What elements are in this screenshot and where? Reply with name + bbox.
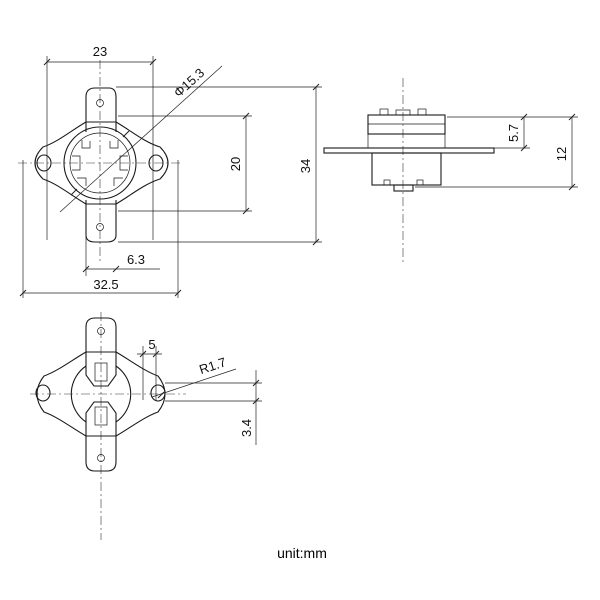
top-view-left-mount-hole bbox=[36, 154, 52, 172]
dim-5-7-tick-bottom bbox=[520, 144, 528, 152]
dim-6-3-tick-right bbox=[112, 265, 120, 273]
bottom-view-upper-terminal-hole bbox=[97, 327, 105, 335]
bottom-view-disc-left-arc bbox=[70, 365, 87, 423]
side-view-cap-tab-left bbox=[379, 108, 389, 116]
bottom-view-flange bbox=[36, 351, 166, 437]
dim-23-tick-left bbox=[43, 58, 51, 66]
dim-diameter-tick-lower bbox=[70, 188, 78, 196]
dim-6-3-label: 6.3 bbox=[127, 252, 145, 267]
dim-diameter-label: Φ15.3 bbox=[171, 65, 208, 100]
dim-3-4-tick-top bbox=[252, 379, 260, 387]
dim-23-tick-right bbox=[149, 58, 157, 66]
dim-5-label: 5 bbox=[148, 337, 155, 352]
bottom-view-upper-terminal bbox=[85, 317, 117, 387]
dim-r1-7-tick bbox=[157, 391, 165, 399]
dim-12-label: 12 bbox=[554, 147, 569, 161]
side-view-pin-left bbox=[383, 179, 391, 186]
dim-34-label: 34 bbox=[298, 159, 313, 173]
dim-6-3-tick-left bbox=[82, 265, 90, 273]
top-view-lower-terminal-hole bbox=[96, 223, 104, 231]
bottom-view-lower-terminal bbox=[85, 401, 117, 472]
unit-label: unit:mm bbox=[277, 545, 327, 561]
dim-32-5-label: 32.5 bbox=[93, 277, 118, 292]
dim-5-tick-left bbox=[139, 350, 147, 358]
dim-3-4-label: 3.4 bbox=[239, 419, 254, 437]
top-view-lower-terminal bbox=[85, 200, 117, 243]
top-view-disc-inner bbox=[69, 132, 131, 194]
side-view-terminal bbox=[393, 184, 414, 192]
top-view-disc-notches bbox=[72, 140, 128, 186]
top-view: 23 Φ15.3 20 34 6.3 32.5 bbox=[18, 44, 322, 298]
bottom-view-lower-terminal-hole bbox=[97, 454, 105, 462]
side-view-cap-tab-right bbox=[417, 108, 427, 116]
bottom-view-disc-right-arc bbox=[115, 365, 132, 423]
top-view-upper-terminal-hole bbox=[96, 99, 104, 107]
side-view-body bbox=[371, 152, 442, 186]
side-view-cap-tab-mid bbox=[395, 109, 411, 116]
side-view-flange bbox=[323, 147, 495, 154]
dim-12-tick-top bbox=[568, 113, 576, 121]
dim-5-7-label: 5.7 bbox=[506, 124, 521, 142]
dim-20-tick-top bbox=[242, 112, 250, 120]
side-view-cap bbox=[367, 114, 446, 135]
dim-20-tick-bottom bbox=[242, 207, 250, 215]
bottom-view: 5 R1.7 3.4 bbox=[30, 312, 262, 540]
dim-5-7-tick-top bbox=[520, 113, 528, 121]
dim-23-label: 23 bbox=[93, 44, 107, 59]
dim-r1-7-label: R1.7 bbox=[197, 354, 228, 377]
bottom-view-upper-terminal-slot bbox=[94, 362, 108, 382]
dim-20-label: 20 bbox=[228, 157, 243, 171]
bottom-view-left-mount-hole bbox=[35, 384, 51, 402]
dim-34-tick-top bbox=[312, 83, 320, 91]
dim-diameter-tick-upper bbox=[122, 130, 130, 138]
bottom-view-lower-terminal-slot bbox=[94, 406, 108, 426]
dim-diameter-leader bbox=[59, 65, 223, 213]
side-view: 5.7 12 bbox=[323, 78, 578, 262]
top-view-flange bbox=[34, 121, 169, 205]
dim-34-tick-bottom bbox=[312, 238, 320, 246]
dim-3-4-tick-bottom bbox=[252, 397, 260, 405]
dim-5-tick-right bbox=[152, 350, 160, 358]
dim-12-tick-bottom bbox=[568, 183, 576, 191]
dim-32-5-tick-right bbox=[174, 289, 182, 297]
dim-32-5-tick-left bbox=[19, 289, 27, 297]
side-view-pin-right bbox=[416, 179, 424, 186]
top-view-upper-terminal bbox=[85, 87, 117, 132]
top-view-disc-outer bbox=[63, 126, 137, 200]
top-view-right-mount-hole bbox=[148, 154, 164, 172]
